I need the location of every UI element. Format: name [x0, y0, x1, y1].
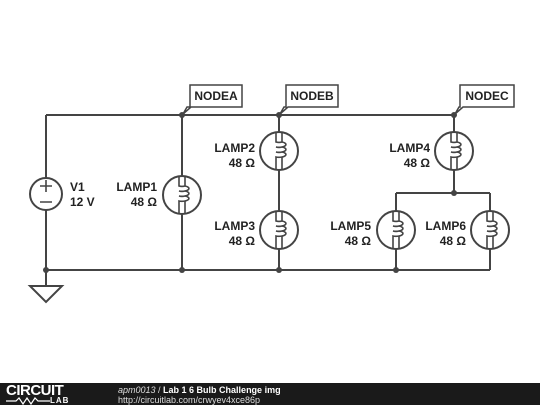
lamp5-value: 48 Ω — [345, 234, 372, 248]
junction-dot — [451, 190, 457, 196]
lamp1-bulb-icon[interactable] — [162, 175, 202, 215]
circuitlab-logo[interactable]: CIRCUIT LAB — [6, 382, 98, 405]
node-tag-nodec[interactable]: NODEC — [454, 84, 515, 115]
junction-dot — [179, 267, 185, 273]
junction-dot — [43, 267, 49, 273]
footer-title-line: apm0013 / Lab 1 6 Bulb Challenge img — [118, 385, 281, 395]
lamp3-name: LAMP3 — [214, 219, 255, 233]
lamp3-bulb-icon[interactable] — [259, 210, 299, 250]
node-tag-nodeb[interactable]: NODEB — [279, 84, 339, 115]
lamp5-name: LAMP5 — [330, 219, 371, 233]
lamp6-bulb-icon[interactable] — [470, 210, 510, 250]
circuit-schematic: V1 12 V LAMP1 48 Ω LAMP2 48 Ω LAMP3 48 Ω… — [27, 84, 515, 304]
v1-name: V1 — [70, 180, 85, 194]
resistor-icon — [6, 397, 50, 405]
footer-separator: / — [155, 385, 164, 395]
lamp5-bulb-icon[interactable] — [376, 210, 416, 250]
logo-sub: LAB — [50, 396, 70, 405]
lamp1-name: LAMP1 — [116, 180, 157, 194]
node-tag-nodec-label: NODEC — [465, 89, 509, 103]
ground-symbol — [27, 285, 65, 304]
lamp3-value: 48 Ω — [229, 234, 256, 248]
node-tag-nodea-label: NODEA — [194, 89, 238, 103]
v1-voltage-source[interactable] — [29, 177, 63, 211]
node-tag-nodea[interactable]: NODEA — [182, 84, 243, 115]
v1-value: 12 V — [70, 195, 95, 209]
logo-wordmark: CIRCUIT — [6, 382, 64, 399]
lamp6-value: 48 Ω — [440, 234, 467, 248]
lamp4-value: 48 Ω — [404, 156, 431, 170]
lamp6-name: LAMP6 — [425, 219, 466, 233]
lamp2-name: LAMP2 — [214, 141, 255, 155]
lamp2-value: 48 Ω — [229, 156, 256, 170]
footer-url[interactable]: http://circuitlab.com/crwyev4xce86p — [118, 395, 261, 405]
lamp456-wire — [395, 115, 491, 270]
junction-dot — [276, 267, 282, 273]
footer-bar: CIRCUIT LAB apm0013 / Lab 1 6 Bulb Chall… — [0, 383, 540, 405]
lamp2-bulb-icon[interactable] — [259, 131, 299, 171]
lamp4-name: LAMP4 — [389, 141, 430, 155]
lamp4-bulb-icon[interactable] — [434, 131, 474, 171]
lamp1-value: 48 Ω — [131, 195, 158, 209]
node-tag-nodeb-label: NODEB — [290, 89, 334, 103]
footer-username[interactable]: apm0013 — [118, 385, 156, 395]
junction-dot — [393, 267, 399, 273]
footer-circuit-title[interactable]: Lab 1 6 Bulb Challenge img — [163, 385, 281, 395]
